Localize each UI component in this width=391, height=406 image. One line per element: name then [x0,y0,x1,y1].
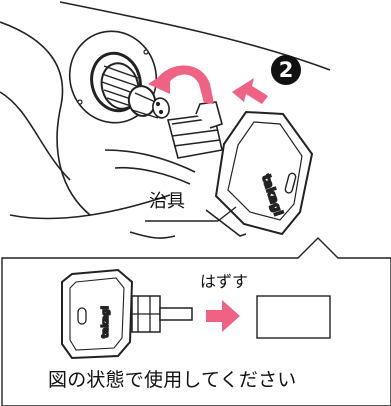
inset-caption: 図の状態で使用してください [48,369,297,391]
rotate-arrow [148,65,214,104]
step-number-badge: 2 [271,55,301,85]
remove-arrow [206,300,240,332]
jig-tool: takagi [166,101,314,237]
jig-label-pointer [217,206,237,222]
inset-jig-tool: takagi [61,268,193,360]
appliance-body [0,1,331,239]
removed-state-box [256,295,331,339]
push-arrow [232,78,268,104]
jig-label: 治具 [149,191,185,212]
remove-label: はずす [200,272,249,291]
inset-brand-text: takagi [101,306,111,338]
hose [104,149,196,185]
threaded-fitting [90,51,170,119]
